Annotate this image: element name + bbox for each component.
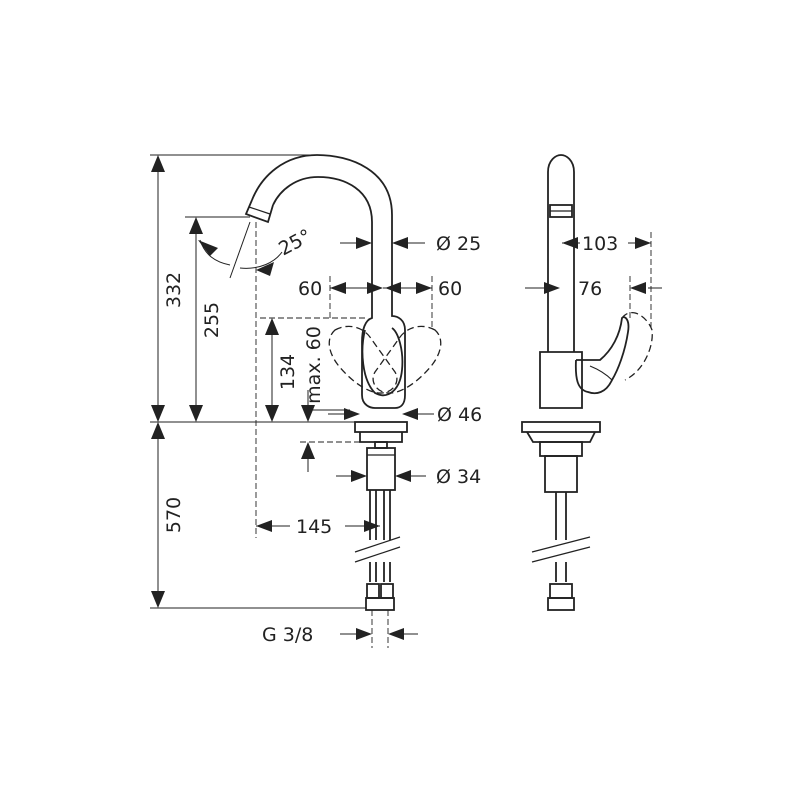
front-view — [244, 154, 442, 611]
hose-fitting-right — [380, 583, 394, 599]
dim-spout-diameter: Ø 25 — [436, 233, 481, 255]
front-dimensions: 332 255 570 134 max. 60 25° — [150, 154, 482, 648]
faucet-body — [361, 310, 406, 409]
dim-spout-height: 255 — [201, 302, 223, 338]
dim-spout-angle: 25° — [275, 225, 315, 260]
side-view — [521, 154, 653, 611]
dim-shank-diameter: Ø 34 — [436, 466, 481, 488]
dim-connection: G 3/8 — [262, 624, 313, 646]
side-lever — [574, 316, 630, 395]
dim-lever-height: 134 — [277, 354, 299, 390]
dim-hose-length: 570 — [163, 497, 185, 533]
hose-fitting-left — [366, 583, 380, 599]
threaded-shank — [366, 447, 396, 491]
spout-outer-curve — [251, 154, 393, 310]
lever-swing-right — [372, 325, 442, 394]
dim-spout-reach: 145 — [296, 516, 332, 538]
side-dimensions: 103 76 — [525, 232, 662, 330]
dim-base-diameter: Ø 46 — [437, 404, 482, 426]
dim-lever-clearance: max. 60 — [303, 326, 325, 404]
side-spout — [547, 154, 575, 352]
lever-swing-left — [328, 325, 398, 394]
dim-side-offset: 76 — [578, 278, 602, 300]
spout-inner-curve — [272, 176, 373, 310]
dim-swing-left: 60 — [298, 278, 322, 300]
dim-total-height: 332 — [163, 272, 185, 308]
side-body — [539, 351, 583, 409]
dim-side-depth: 103 — [582, 233, 618, 255]
dim-swing-right: 60 — [438, 278, 462, 300]
base-plate — [354, 421, 408, 433]
